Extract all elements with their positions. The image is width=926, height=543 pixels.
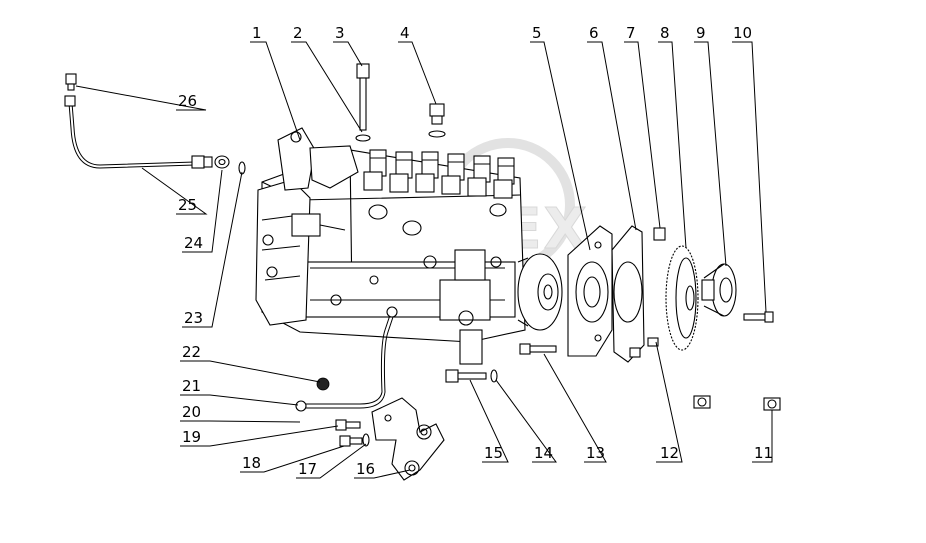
gear-8 [665, 245, 699, 351]
washer-2 [355, 134, 371, 142]
callout-21: 21 [182, 377, 201, 395]
washer-14 [490, 369, 498, 383]
banjo-nut-24 [214, 155, 230, 169]
callout-19: 19 [182, 428, 201, 446]
callout-6: 6 [589, 24, 599, 42]
hub-9 [701, 263, 737, 317]
fuel-pipe [68, 102, 213, 169]
pipe-fitting-26-lower [64, 95, 76, 107]
injection-pump-body [255, 127, 563, 365]
flange-5 [567, 225, 613, 357]
callout-17: 17 [298, 460, 317, 478]
callout-7: 7 [626, 24, 636, 42]
callout-3: 3 [335, 24, 345, 42]
washer-17 [362, 433, 370, 447]
callout-labels: 1 2 3 4 5 6 7 8 9 10 11 12 13 14 15 16 1… [178, 24, 773, 478]
return-pipe-21 [295, 306, 398, 412]
callout-25: 25 [178, 196, 197, 214]
callout-2: 2 [293, 24, 303, 42]
fitting-11 [693, 395, 781, 411]
callout-20: 20 [182, 403, 201, 421]
callout-23: 23 [184, 309, 203, 327]
pipe-fitting-26-upper [65, 73, 77, 91]
callout-4: 4 [400, 24, 410, 42]
callout-11: 11 [754, 444, 773, 462]
bolt-10 [743, 311, 774, 323]
callout-24: 24 [184, 234, 203, 252]
delivery-valve-holders [363, 149, 515, 199]
callout-18: 18 [242, 454, 261, 472]
dowel-12 [629, 337, 659, 358]
bolt-19 [335, 419, 361, 431]
bolt-18 [339, 435, 363, 447]
callout-13: 13 [586, 444, 605, 462]
gasket-6 [611, 225, 645, 363]
callout-8: 8 [660, 24, 670, 42]
callout-12: 12 [660, 444, 679, 462]
callout-5: 5 [532, 24, 542, 42]
callout-14: 14 [534, 444, 553, 462]
fitting-4 [428, 103, 446, 138]
nut-22 [316, 377, 330, 391]
callout-15: 15 [484, 444, 503, 462]
bolt-3 [356, 63, 370, 131]
callout-22: 22 [182, 343, 201, 361]
bolt-13 [519, 343, 557, 355]
leader-lines [75, 41, 773, 479]
bracket-16 [371, 397, 445, 481]
bolt-15 [445, 369, 487, 383]
callout-1: 1 [252, 24, 262, 42]
callout-9: 9 [696, 24, 706, 42]
key-7 [653, 227, 666, 241]
callout-26: 26 [178, 92, 197, 110]
callout-10: 10 [733, 24, 752, 42]
callout-16: 16 [356, 460, 375, 478]
